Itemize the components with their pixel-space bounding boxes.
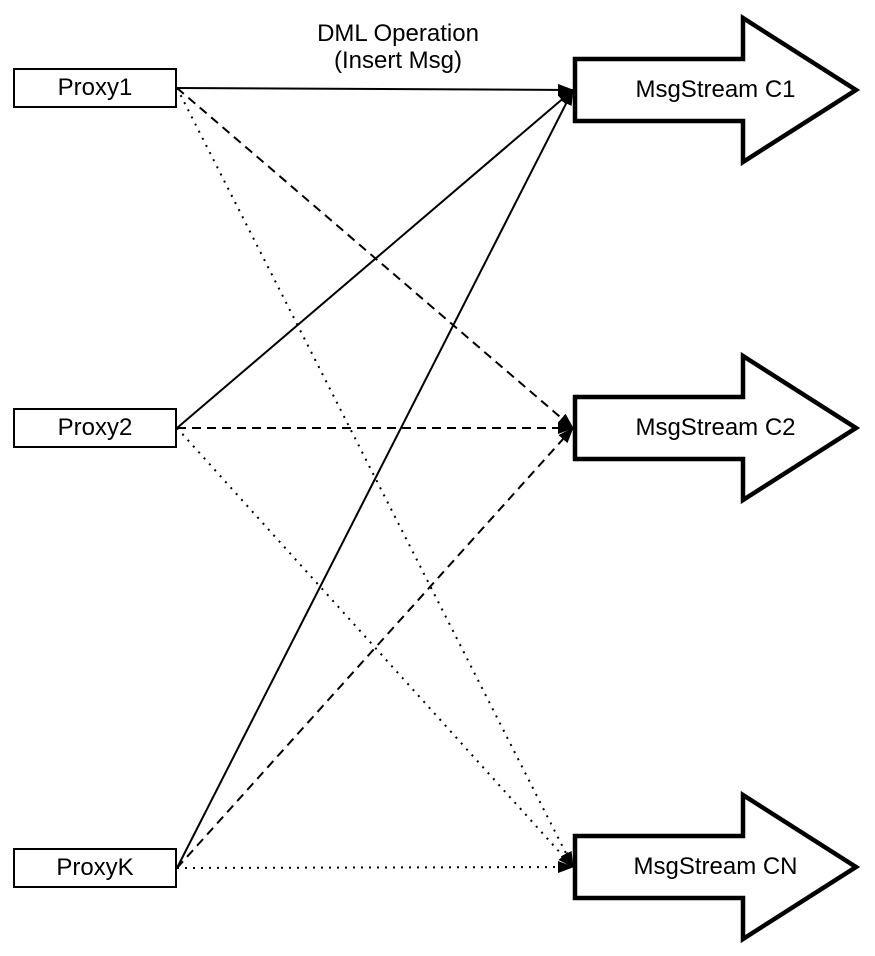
msgstream-cn-arrow-shape bbox=[572, 790, 861, 944]
edge-proxy1-cn-dotted bbox=[176, 87, 574, 868]
edge-proxy1-c1-solid bbox=[176, 83, 574, 96]
edge-proxy2-c1-solid bbox=[176, 89, 574, 429]
msgstream-c2-arrow-shape bbox=[572, 351, 861, 505]
dml-operation-edge-label-line1: DML Operation bbox=[317, 20, 479, 47]
edge-proxyk-c2-dashed bbox=[176, 427, 574, 869]
edge-layer bbox=[176, 83, 574, 874]
msgstream-c1-arrow-shape bbox=[572, 13, 861, 167]
proxyk-node: ProxyK bbox=[13, 848, 177, 888]
proxy1-label: Proxy1 bbox=[57, 74, 133, 101]
dml-operation-edge-label-line2: (Insert Msg) bbox=[333, 47, 462, 74]
proxy2-label: Proxy2 bbox=[57, 414, 133, 441]
edge-proxyk-cn-dotted bbox=[176, 861, 574, 874]
proxyk-label: ProxyK bbox=[56, 854, 134, 881]
edge-proxyk-c1-solid bbox=[176, 89, 574, 869]
dml-operation-edge-label: DML Operation (Insert Msg) bbox=[248, 20, 548, 74]
proxy2-node: Proxy2 bbox=[13, 408, 177, 448]
proxy1-node: Proxy1 bbox=[13, 68, 177, 108]
